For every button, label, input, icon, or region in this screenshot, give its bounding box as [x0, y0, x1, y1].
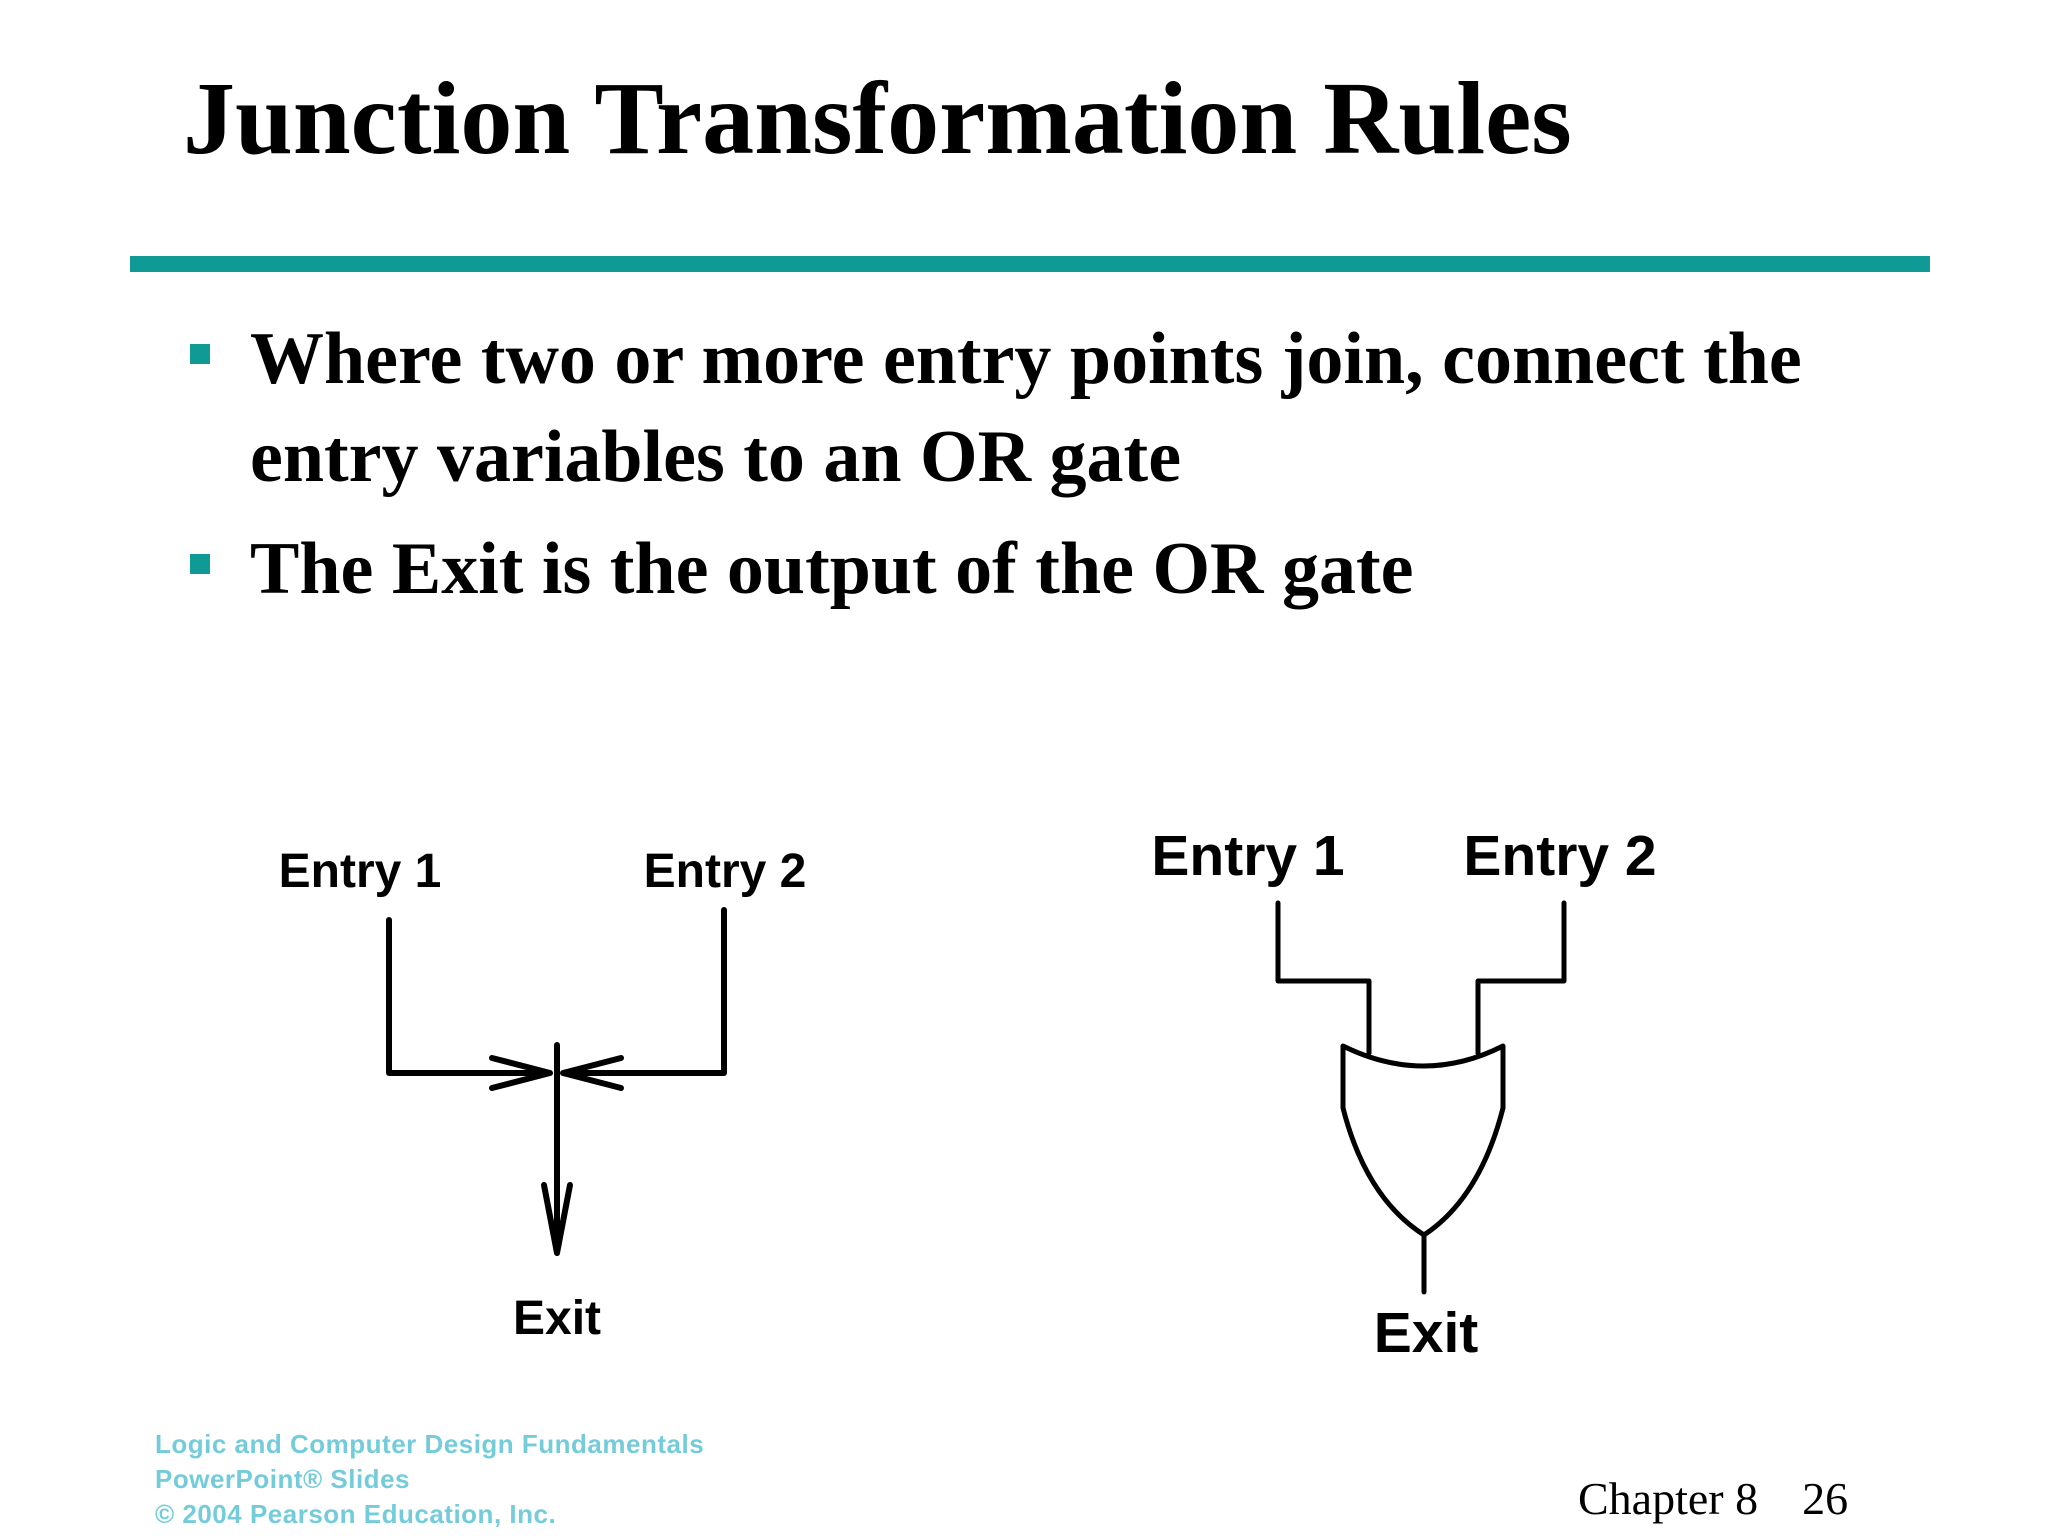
bullet-text: Where two or more entry points join, con…: [250, 318, 1802, 498]
junction-entry1-path: [386, 917, 548, 1076]
or-gate-entry2-label: Entry 2: [1463, 824, 1656, 888]
junction-exit-label: Exit: [513, 1292, 601, 1345]
junction-entry2-label: Entry 2: [644, 845, 807, 898]
chapter-label: Chapter 8: [1578, 1473, 1759, 1524]
credit-line: PowerPoint® Slides: [155, 1464, 410, 1494]
credit-line: © 2004 Pearson Education, Inc.: [155, 1499, 557, 1529]
or-gate-diagram: Entry 1 Entry 2 Exit: [1151, 824, 1656, 1365]
or-gate-entry1-label: Entry 1: [1151, 824, 1344, 888]
arrowhead-left-icon: [560, 1055, 624, 1091]
publisher-credit: Logic and Computer Design Fundamentals P…: [155, 1427, 704, 1532]
bullet-item: Where two or more entry points join, con…: [188, 310, 1908, 506]
arrowhead-right-icon: [489, 1055, 553, 1091]
square-bullet-icon: [190, 344, 210, 364]
or-gate-input2-wire: [1475, 900, 1567, 1056]
or-gate-icon: [1340, 1043, 1506, 1238]
or-gate-exit-label: Exit: [1374, 1301, 1479, 1365]
title-divider: [130, 256, 1930, 272]
chapter-page-footer: Chapter 8 26: [1578, 1473, 1849, 1525]
bullet-list: Where two or more entry points join, con…: [188, 310, 1908, 632]
slide-title: Junction Transformation Rules: [183, 61, 1572, 176]
credit-line: Logic and Computer Design Fundamentals: [155, 1429, 705, 1459]
junction-diagram: Entry 1 Entry 2 Exit: [279, 845, 807, 1345]
bullet-text: The Exit is the output of the OR gate: [250, 528, 1414, 610]
arrowhead-down-icon: [541, 1182, 573, 1256]
page-number: 26: [1802, 1473, 1849, 1524]
junction-entry2-path: [565, 907, 727, 1076]
or-gate-input1-wire: [1275, 900, 1372, 1056]
square-bullet-icon: [190, 554, 210, 574]
junction-entry1-label: Entry 1: [279, 845, 442, 898]
bullet-item: The Exit is the output of the OR gate: [188, 520, 1908, 618]
